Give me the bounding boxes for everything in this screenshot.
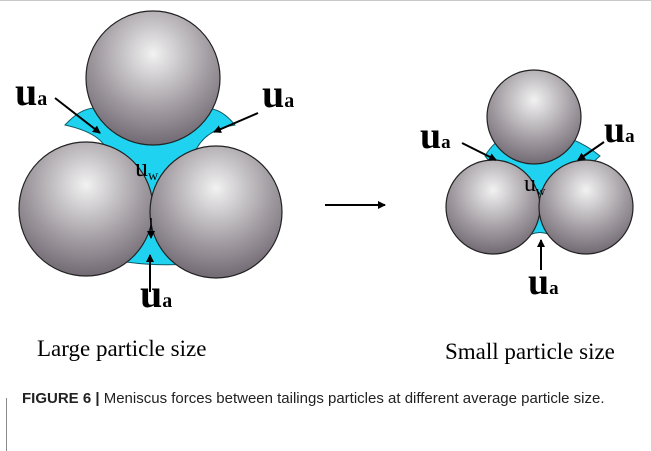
left-label-ua-left: ua bbox=[15, 69, 47, 114]
caption-text: Meniscus forces between tailings particl… bbox=[103, 390, 605, 407]
left-label-ua-bottom: ua bbox=[140, 271, 172, 316]
right-panel-label: Small particle size bbox=[445, 339, 615, 364]
caption-label: FIGURE 6 | bbox=[22, 390, 100, 407]
figure-illustration: ua ua ua uw Large particle size ua ua ua… bbox=[15, 10, 635, 364]
left-arrow-ua-right bbox=[213, 112, 259, 133]
right-particle-bottom-right bbox=[538, 159, 634, 255]
left-particle-bottom-left bbox=[18, 141, 154, 277]
left-particle-top bbox=[85, 10, 221, 146]
right-label-ua-right: ua bbox=[604, 109, 635, 151]
figure-caption: FIGURE 6 | Meniscus forces between taili… bbox=[22, 388, 622, 410]
left-panel-label: Large particle size bbox=[37, 336, 206, 361]
caption-rule bbox=[6, 398, 7, 451]
right-arrow-ua-right bbox=[577, 141, 605, 161]
left-label-ua-right: ua bbox=[262, 71, 294, 116]
right-label-uw: uw bbox=[524, 171, 546, 198]
right-particle-top bbox=[486, 69, 582, 165]
right-arrow-ua-left bbox=[461, 142, 497, 161]
right-label-ua-bottom: ua bbox=[528, 261, 559, 303]
left-particle-bottom-right bbox=[149, 145, 283, 279]
right-label-ua-left: ua bbox=[420, 115, 451, 157]
left-arrow-ua-left bbox=[54, 97, 101, 134]
left-label-uw: uw bbox=[135, 153, 159, 184]
top-rule bbox=[0, 0, 651, 1]
